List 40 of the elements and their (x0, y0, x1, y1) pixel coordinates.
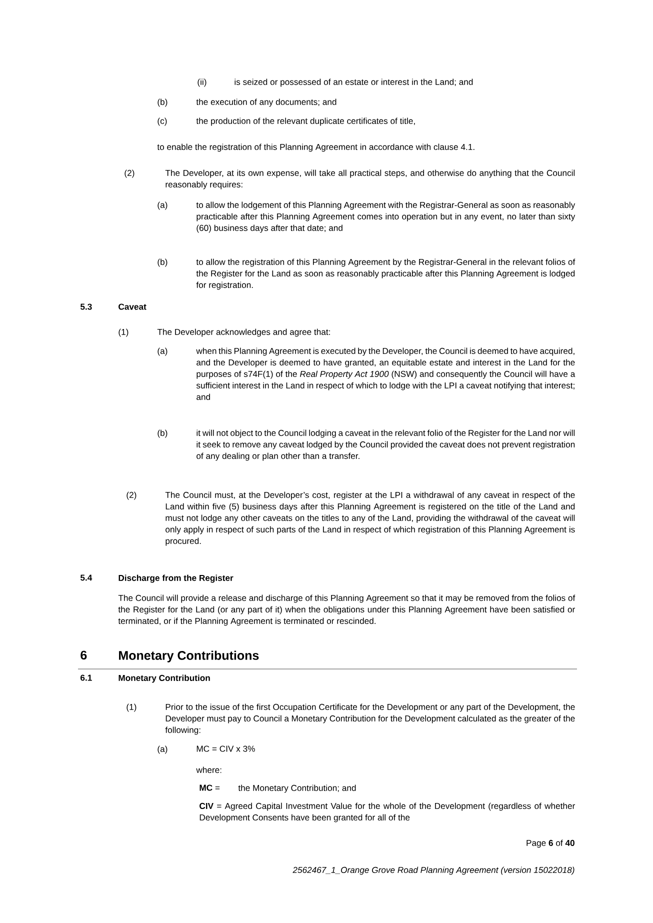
paragraph: to enable the registration of this Planning Agreement in accordance with clause 4.1. (157, 144, 474, 152)
paragraph: it will not object to the Council lodging a caveat in the relevant folio of the Register for the Land nor will it seek to remove any caveat lodged by the Council provided the caveat does not prevent registration of any dealing or plan other than a transfer. (196, 430, 575, 461)
page-number: Page 6 of 40 (526, 840, 574, 848)
list-number: (b) (158, 430, 168, 438)
paragraph: The Developer, at its own expense, will take all practical steps, and otherwise do anything that the Council reasonably requires: (165, 170, 575, 190)
list-number: (c) (158, 118, 167, 126)
list-item-text: the production of the relevant duplicate certificates of title, (196, 118, 415, 126)
list-number: (a) (158, 202, 168, 210)
list-number: (a) (158, 746, 168, 754)
paragraph: when this Planning Agreement is executed by the Developer, the Council is deemed to have acquired, and the Developer is deemed to have granted, an equitable estate and interest in the Land for the purposes of s74F(1) of the Real Property Act 1900 (NSW) and consequently the Council will have a sufficient interest in the Land in respect of which to lodge with the LPI a caveat notifying that interest; and (196, 348, 576, 400)
list-number: (2) (126, 492, 136, 500)
list-item-text: is seized or possessed of an estate or interest in the Land; and (234, 78, 473, 87)
section-number: 6.1 (80, 674, 92, 681)
footer-text: 2562467_1_Orange Grove Road Planning Agreement (version 15022018) (292, 866, 574, 875)
list-item-text: where: (196, 766, 222, 773)
definition-term: MC = (200, 784, 220, 791)
list-item-text: the execution of any documents; and (196, 98, 336, 107)
paragraph: The Council must, at the Developer’s cost, register at the LPI a withdrawal of any caveat in respect of the Land within five (5) business days after this Planning Agreement is registered on the title of the Land and must not lodge any other caveats on the titles to any of the Land, providing the withdrawal of the caveat will only apply in respect of such parts of the Land in respect of which registration of this Planning Agreement is procured. (165, 492, 575, 546)
paragraph: to allow the lodgement of this Planning Agreement with the Registrar-General as soon as reasonably practicable after this Planning Agreement comes into operation but in any event, no later than sixty (60) business days after that date; and (196, 202, 576, 233)
list-number: (1) (126, 704, 136, 712)
list-number: (2) (124, 170, 134, 178)
paragraph: The Council will provide a release and discharge of this Planning Agreement so that it may be removed from the folios of the Register for the Land (or any part of it) when the obligations under this Planning Agreement have been satisfied or terminated, or if the Planning Agreement is terminated or rescinded. (118, 594, 576, 626)
list-number: (1) (118, 328, 128, 337)
list-number: (b) (158, 258, 168, 267)
list-number: (a) (158, 348, 168, 356)
definition-text: the Monetary Contribution; and (238, 784, 356, 793)
section-heading: Monetary Contribution (118, 674, 210, 683)
list-number: (ii) (198, 78, 206, 87)
paragraph: to allow the registration of this Planning Agreement by the Registrar-General in the relevant folios of the Register for the Land as soon as reasonably practicable after this Planning Agreement is lodged for registration. (196, 258, 576, 290)
paragraph: Prior to the issue of the first Occupation Certificate for the Development or any part of the Development, the Developer must pay to Council a Monetary Contribution for the Development calculated as the greater of the following: (165, 704, 575, 735)
chapter-heading: Monetary Contributions (119, 650, 259, 662)
formula-text: MC = CIV x 3% (196, 746, 255, 752)
chapter-number: 6 (80, 650, 87, 660)
definition-text: CIV = Agreed Capital Investment Value for the whole of the Development (regardless of whether Development Consents have been granted for all of the (200, 802, 575, 822)
section-heading: Caveat (118, 304, 146, 310)
section-number: 5.3 (80, 304, 92, 310)
section-number: 5.4 (80, 574, 92, 581)
section-heading: Discharge from the Register (118, 574, 234, 583)
list-item-text: The Developer acknowledges and agree that: (157, 328, 330, 337)
list-number: (b) (158, 98, 168, 107)
